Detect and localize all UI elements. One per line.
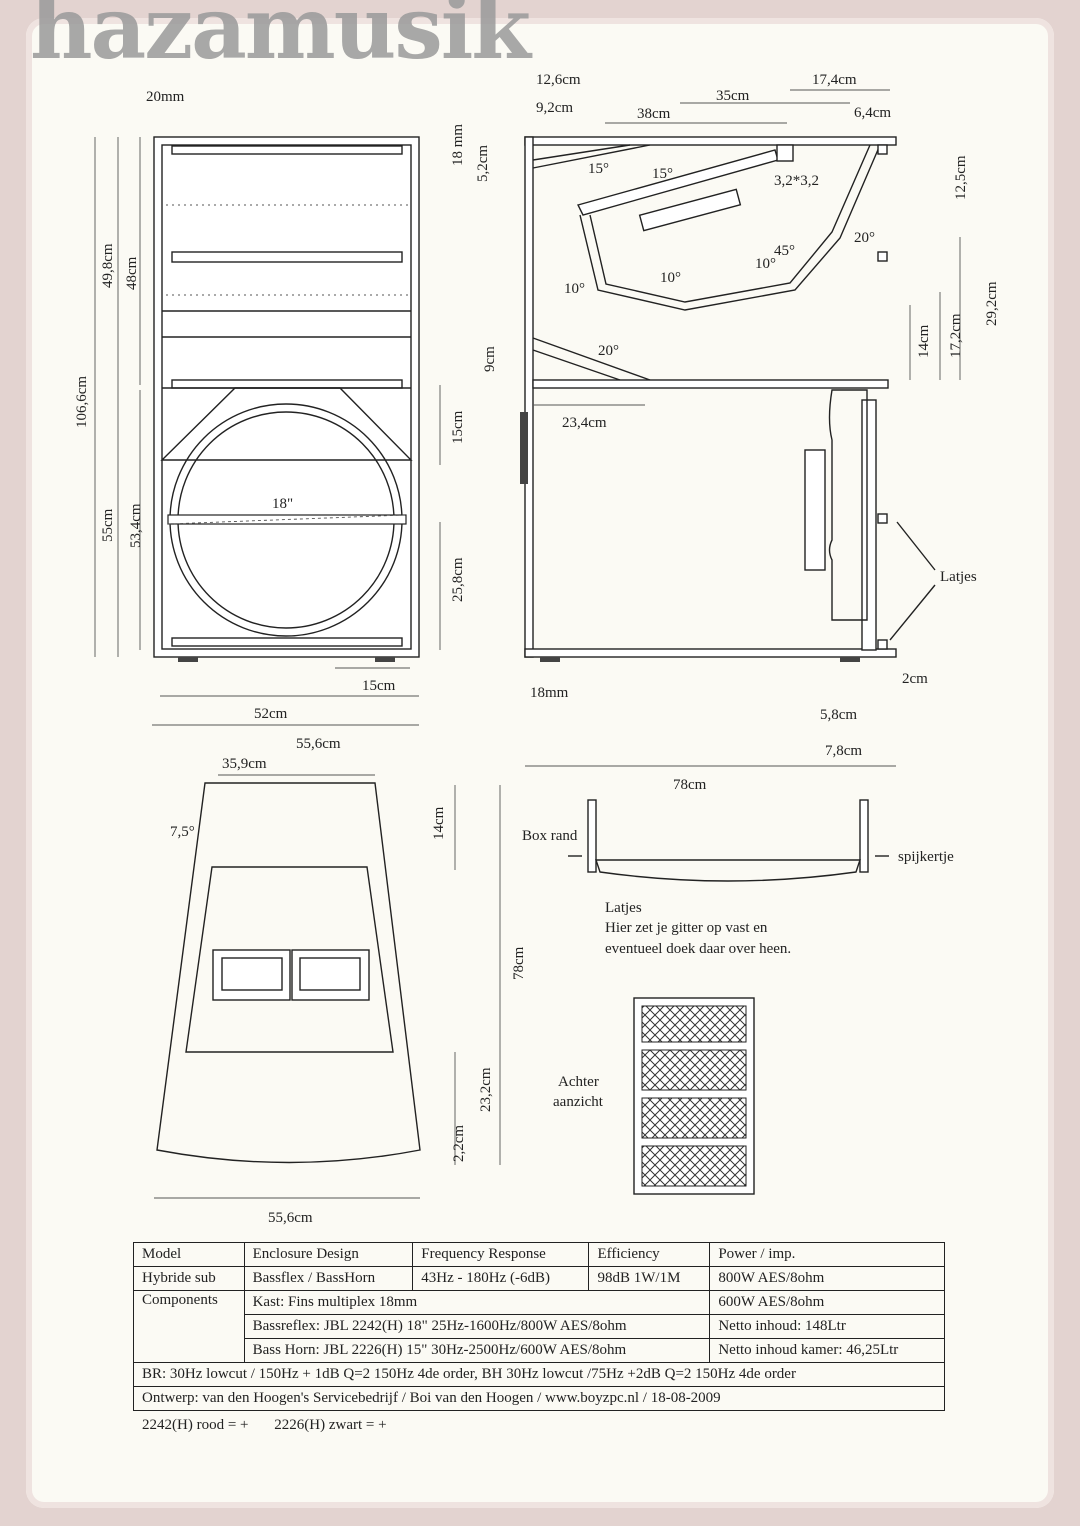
latjes-label: Latjes <box>940 569 977 585</box>
dim-label: 23,2cm <box>478 1067 494 1112</box>
table-cell: Netto inhoud kamer: 46,25Ltr <box>709 1338 945 1363</box>
rear-view-label: Achter <box>558 1074 599 1090</box>
table-cell: 800W AES/8ohm <box>709 1266 945 1291</box>
dim-label: 5,2cm <box>475 145 491 182</box>
table-row: Components Kast: Fins multiplex 18mm 600… <box>133 1290 945 1363</box>
dim-label: 35,9cm <box>222 756 267 772</box>
dim-label: 38cm <box>637 106 671 122</box>
table-cell: Bassreflex: JBL 2242(H) 18" 25Hz-1600Hz/… <box>243 1314 711 1339</box>
dim-label: 9cm <box>482 346 498 372</box>
table-cell: Kast: Fins multiplex 18mm <box>243 1290 711 1315</box>
angle-label: 7,5° <box>170 824 195 840</box>
dim-label: 14cm <box>916 324 932 358</box>
polarity-note: 2242(H) rood = + <box>142 1417 249 1433</box>
dim-label: 55,6cm <box>296 736 341 752</box>
table-row: BR: 30Hz lowcut / 150Hz + 1dB Q=2 150Hz … <box>133 1362 945 1387</box>
dim-label: 2,2cm <box>451 1125 467 1162</box>
dim-label: 23,4cm <box>562 415 607 431</box>
side-view: 12,6cm 9,2cm 38cm 35cm 17,4cm 6,4cm 15° … <box>520 72 1000 793</box>
dim-label: 20mm <box>146 89 185 105</box>
dim-label: 35cm <box>716 88 750 104</box>
polarity-note: 2226(H) zwart = + <box>274 1417 387 1433</box>
dim-label: 14cm <box>431 806 447 840</box>
dim-label: 106,6cm <box>74 376 90 428</box>
box-rand-label: Box rand <box>522 828 578 844</box>
watermark-logo: hazamusik <box>30 0 531 79</box>
spec-table: Model Enclosure Design Frequency Respons… <box>133 1242 945 1411</box>
dim-label: 6,4cm <box>854 105 891 121</box>
front-view: 20mm 18 mm 5,2cm 49,8cm 48cm 106,6cm 55c… <box>74 89 498 752</box>
angle-label: 20° <box>854 230 875 246</box>
table-row: Bass Horn: JBL 2226(H) 15" 30Hz-2500Hz/6… <box>134 1338 945 1363</box>
angle-label: 10° <box>755 256 776 272</box>
dim-label: 18 mm <box>450 124 466 166</box>
table-cell: Components <box>133 1290 245 1363</box>
dim-label: 12,6cm <box>536 72 581 88</box>
table-cell: 600W AES/8ohm <box>709 1290 945 1315</box>
dim-label: 17,2cm <box>948 313 964 358</box>
dim-label: 15cm <box>450 410 466 444</box>
table-row: Hybride sub Bassflex / BassHorn 43Hz - 1… <box>133 1266 945 1291</box>
table-header: Efficiency <box>588 1242 711 1267</box>
rear-view-label: aanzicht <box>553 1094 604 1110</box>
dim-label: 9,2cm <box>536 100 573 116</box>
driver-size-label: 18" <box>272 496 293 512</box>
table-header: Frequency Response <box>412 1242 590 1267</box>
latjes-title: Latjes <box>605 900 642 916</box>
rear-view: Achter aanzicht <box>553 997 755 1195</box>
dim-label: 78cm <box>511 946 527 980</box>
table-row: Ontwerp: van den Hoogen's Servicebedrijf… <box>133 1386 945 1411</box>
polarity-notes: 2242(H) rood = + 2226(H) zwart = + <box>142 1417 409 1434</box>
dim-label: 55cm <box>100 508 116 542</box>
latjes-note: Hier zet je gitter op vast en <box>605 920 768 936</box>
dim-label: 2cm <box>902 671 928 687</box>
dim-label: 53,4cm <box>128 503 144 548</box>
table-cell: BR: 30Hz lowcut / 150Hz + 1dB Q=2 150Hz … <box>133 1362 945 1387</box>
dim-label: 5,8cm <box>820 707 857 723</box>
dim-label: 12,5cm <box>953 155 969 200</box>
dim-label: 29,2cm <box>984 281 1000 326</box>
dim-label: 18mm <box>530 685 569 701</box>
table-header: Model <box>133 1242 245 1267</box>
dim-label: 25,8cm <box>450 557 466 602</box>
table-cell: Netto inhoud: 148Ltr <box>709 1314 945 1339</box>
dim-label: 15cm <box>362 678 396 694</box>
table-row: Bassreflex: JBL 2242(H) 18" 25Hz-1600Hz/… <box>134 1314 945 1339</box>
table-cell: Hybride sub <box>133 1266 245 1291</box>
angle-label: 10° <box>660 270 681 286</box>
table-cell: Ontwerp: van den Hoogen's Servicebedrijf… <box>133 1386 945 1411</box>
spijkertje-label: spijkertje <box>898 849 954 865</box>
dim-label: 49,8cm <box>100 243 116 288</box>
angle-label: 20° <box>598 343 619 359</box>
block-label: 3,2*3,2 <box>774 173 819 189</box>
angle-label: 10° <box>564 281 585 297</box>
table-cell: Bass Horn: JBL 2226(H) 15" 30Hz-2500Hz/6… <box>243 1338 711 1363</box>
table-cell: 98dB 1W/1M <box>588 1266 711 1291</box>
table-row: Model Enclosure Design Frequency Respons… <box>133 1242 945 1267</box>
angle-label: 15° <box>652 166 673 182</box>
table-cell: Bassflex / BassHorn <box>243 1266 414 1291</box>
table-cell: 43Hz - 180Hz (-6dB) <box>412 1266 590 1291</box>
dim-label: 7,8cm <box>825 743 862 759</box>
dim-label: 48cm <box>124 256 140 290</box>
table-header: Power / imp. <box>709 1242 945 1267</box>
dim-label: 17,4cm <box>812 72 857 88</box>
table-header: Enclosure Design <box>243 1242 414 1267</box>
angle-label: 15° <box>588 161 609 177</box>
latjes-note: eventueel doek daar over heen. <box>605 941 791 957</box>
top-view: 35,9cm 7,5° 14cm 78cm 23,2cm 2,2cm 55,6c… <box>154 756 527 1226</box>
dim-label: 52cm <box>254 706 288 722</box>
dim-label: 78cm <box>673 777 707 793</box>
angle-label: 45° <box>774 243 795 259</box>
dim-label: 55,6cm <box>268 1210 313 1226</box>
grille-detail: Box rand spijkertje Latjes Hier zet je g… <box>522 799 954 957</box>
